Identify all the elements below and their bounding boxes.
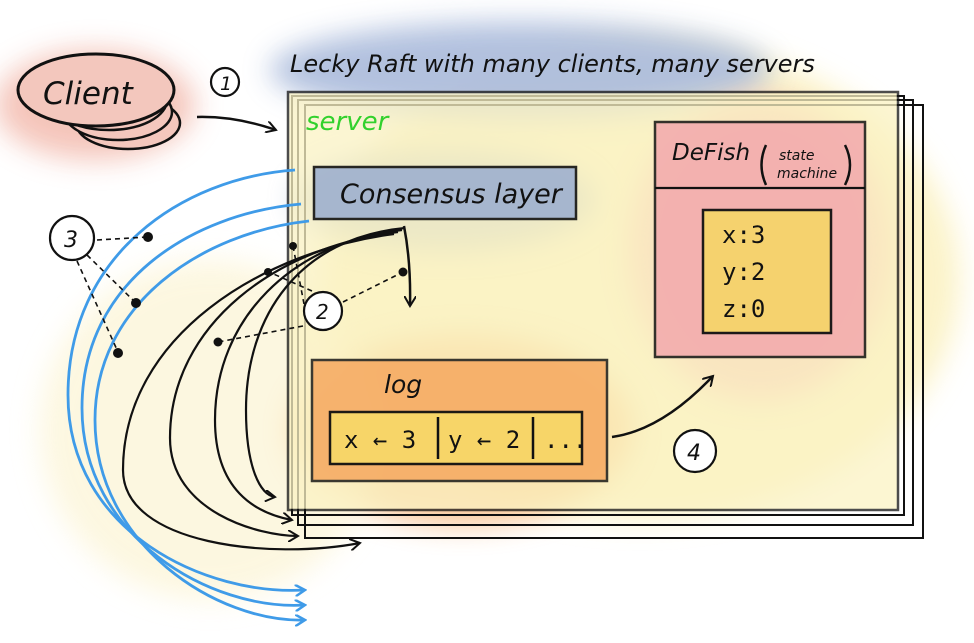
replication-arrow-4 (121, 232, 395, 549)
defish-left-paren (760, 144, 768, 186)
log-to-defish-arrow (611, 376, 713, 439)
step-3-dash-1 (96, 236, 149, 241)
client-request-arrow-2 (80, 202, 305, 605)
step-2-dash-1 (292, 245, 305, 305)
step-4-circle (672, 428, 718, 474)
title-label: Lecky Raft with many clients, many serve… (290, 50, 815, 78)
log-box: log x ← 3 y ← 2 ... (310, 358, 609, 483)
state-value-x: x:3 (722, 221, 765, 249)
state-values-box (701, 208, 833, 335)
blue-arrow-dot-3 (113, 348, 123, 358)
log-entry-1: x ← 3 (344, 426, 416, 454)
step-2-dash-3 (217, 325, 304, 343)
black-arrow-dot-3 (213, 337, 223, 347)
step-1-label: 1 (220, 73, 232, 95)
black-arrow-dot-2 (264, 268, 272, 276)
client-request-arrow-1 (66, 168, 305, 590)
defish-paren-label-2: machine (777, 166, 837, 182)
state-value-y: y:2 (722, 258, 765, 286)
blue-arrow-dot-2 (131, 298, 141, 308)
black-arrow-dot-1 (289, 242, 297, 250)
client-to-server-arrow (196, 115, 276, 130)
state-value-z: z:0 (722, 295, 765, 323)
step-2-dash-2 (268, 271, 313, 292)
client-label: Client (43, 76, 135, 112)
replication-arrow-3 (168, 230, 399, 536)
step-2-dash-4 (342, 271, 404, 303)
log-entry-2: y ← 2 (448, 426, 520, 454)
client-group: Client (16, 52, 182, 151)
step-3-dash-3 (76, 260, 119, 353)
consensus-label: Consensus layer (340, 179, 564, 210)
consensus-rect (312, 165, 578, 221)
step-3-dash-2 (86, 254, 137, 304)
defish-paren-label-1: state (779, 148, 814, 164)
log-entries-box (328, 410, 584, 466)
step-2-circle (302, 290, 344, 332)
defish-box: DeFish state machine x:3 y:2 z:0 (653, 120, 867, 359)
defish-label: DeFish (672, 140, 750, 166)
step-3-label: 3 (64, 228, 78, 253)
step-markers: 1 2 3 4 (48, 66, 718, 474)
defish-right-paren (843, 144, 852, 186)
blue-arrow-dot-1 (143, 232, 153, 242)
server-label: server (306, 107, 391, 137)
step-4-label: 4 (687, 441, 701, 466)
log-entry-3: ... (544, 426, 587, 454)
step-2-label: 2 (316, 300, 329, 324)
consensus-to-log-arrow (402, 225, 410, 306)
dots (113, 232, 408, 358)
arrows (66, 115, 713, 620)
replication-arrow-2 (213, 228, 403, 520)
client-request-arrow-3 (93, 219, 310, 620)
client-ellipse (16, 52, 176, 128)
log-label: log (384, 370, 422, 399)
consensus-layer-box: Consensus layer (312, 165, 578, 221)
diagram-title: Lecky Raft with many clients, many serve… (290, 50, 815, 78)
step-3-circle (48, 214, 96, 262)
consensus-arrow-dot (398, 267, 408, 277)
step-1-circle (209, 66, 241, 98)
